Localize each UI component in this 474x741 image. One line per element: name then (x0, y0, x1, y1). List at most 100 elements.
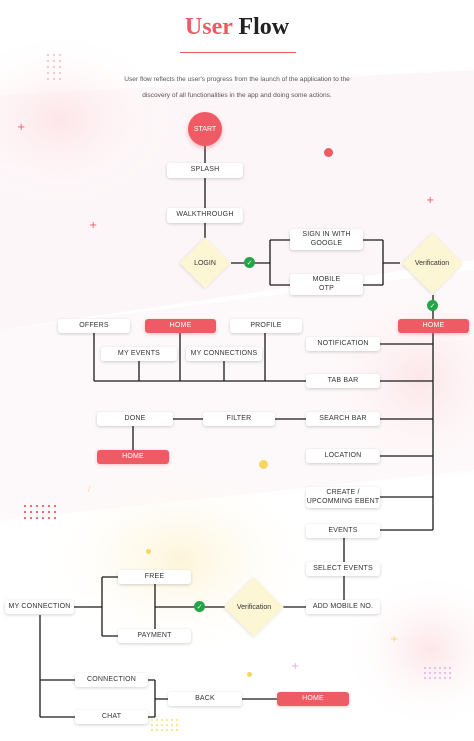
events-node[interactable]: EVENTS (306, 524, 380, 538)
yellow-dot-decoration (247, 672, 252, 677)
profile-node[interactable]: PROFILE (230, 319, 302, 333)
decorative-dot (160, 718, 164, 722)
my-connection-node[interactable]: MY CONNECTION (5, 600, 74, 614)
decorative-dot (423, 666, 427, 670)
decorative-dot (35, 510, 39, 514)
plus-icon: + (426, 195, 435, 206)
decorative-dot (433, 671, 437, 675)
check-icon: ✓ (194, 601, 205, 612)
decorative-dot (52, 53, 56, 57)
decorative-dot (448, 676, 452, 680)
verification-decision-top[interactable]: Verification (399, 232, 465, 294)
decorative-dot (428, 676, 432, 680)
decorative-dot (52, 77, 56, 81)
login-decision[interactable]: LOGIN (179, 237, 231, 289)
page-subtitle: User flow reflects the user's progress f… (124, 76, 350, 99)
back-node[interactable]: BACK (168, 692, 242, 706)
add-mobile-node[interactable]: ADD MOBILE NO. (306, 600, 380, 614)
notification-node[interactable]: NOTIFICATION (306, 337, 380, 351)
decorative-dot (165, 723, 169, 727)
decorative-dot (53, 504, 57, 508)
decorative-dot (175, 728, 179, 732)
decorative-dot (58, 77, 62, 81)
walkthrough-node[interactable]: WALKTHROUGH (167, 208, 243, 223)
decorative-dot (155, 728, 159, 732)
decorative-dot (41, 516, 45, 520)
decorative-dot (438, 676, 442, 680)
decorative-dot (170, 728, 174, 732)
filter-node[interactable]: FILTER (203, 412, 275, 426)
home-node-right[interactable]: HOME (398, 319, 469, 333)
home-node-mid[interactable]: HOME (97, 450, 169, 464)
sign-in-google-node[interactable]: SIGN IN WITH GOOGLE (290, 229, 363, 250)
decorative-dot (443, 671, 447, 675)
decorative-dot (47, 504, 51, 508)
decorative-dot (443, 666, 447, 670)
chat-node[interactable]: CHAT (75, 710, 148, 724)
decorative-dot (165, 728, 169, 732)
select-events-node[interactable]: SELECT EVENTS (306, 562, 380, 576)
decorative-dot (150, 723, 154, 727)
decorative-dot (47, 516, 51, 520)
page-title: User Flow (0, 14, 474, 41)
decorative-dot (58, 59, 62, 63)
decorative-dot (433, 666, 437, 670)
decorative-dot (448, 666, 452, 670)
decorative-dot (29, 516, 33, 520)
decorative-dot (29, 504, 33, 508)
decorative-dot (170, 723, 174, 727)
plus-icon: + (390, 634, 399, 645)
verification-decision-bottom[interactable]: Verification (222, 576, 286, 638)
decorative-dot (428, 671, 432, 675)
plus-icon: + (89, 220, 98, 231)
decorative-dot (52, 71, 56, 75)
free-node[interactable]: FREE (118, 570, 191, 584)
start-node[interactable]: START (188, 112, 222, 146)
decorative-dot (41, 504, 45, 508)
location-node[interactable]: LOCATION (306, 449, 380, 463)
decorative-dot (23, 516, 27, 520)
my-events-node[interactable]: MY EVENTS (101, 347, 177, 361)
plus-icon: / (88, 485, 91, 493)
decorative-dot (52, 59, 56, 63)
yellow-dot-decoration (259, 460, 268, 469)
my-connections-node[interactable]: MY CONNECTIONS (186, 347, 262, 361)
decorative-dot (58, 71, 62, 75)
decorative-dot (53, 510, 57, 514)
done-node[interactable]: DONE (97, 412, 173, 426)
offers-node[interactable]: OFFERS (58, 319, 130, 333)
home-node-bottom[interactable]: HOME (277, 692, 349, 706)
decorative-dot (423, 676, 427, 680)
decorative-dot (428, 666, 432, 670)
connection-node[interactable]: CONNECTION (75, 673, 148, 687)
verification-label: Verification (236, 603, 272, 611)
decorative-dot (46, 71, 50, 75)
decorative-dot (150, 728, 154, 732)
search-bar-node[interactable]: SEARCH BAR (306, 412, 380, 426)
payment-node[interactable]: PAYMENT (118, 629, 191, 643)
decorative-dot (52, 65, 56, 69)
mobile-otp-node[interactable]: MOBILE OTP (290, 274, 363, 295)
decorative-dot (155, 723, 159, 727)
decorative-dot (170, 718, 174, 722)
yellow-dot-decoration (146, 549, 151, 554)
decorative-dot (423, 671, 427, 675)
decorative-dot (29, 510, 33, 514)
decorative-dot (175, 723, 179, 727)
decorative-dot (46, 77, 50, 81)
decorative-dot (23, 510, 27, 514)
tab-bar-node[interactable]: TAB BAR (306, 374, 380, 388)
decorative-dot (438, 671, 442, 675)
splash-node[interactable]: SPLASH (167, 163, 243, 178)
home-node-top[interactable]: HOME (145, 319, 216, 333)
decorative-dot (58, 53, 62, 57)
decorative-dot (35, 516, 39, 520)
verification-label: Verification (414, 259, 450, 267)
decorative-dot (23, 504, 27, 508)
decorative-dot (46, 59, 50, 63)
decorative-dot (448, 671, 452, 675)
plus-icon: + (291, 661, 300, 672)
decorative-dot (165, 718, 169, 722)
decorative-dot (35, 504, 39, 508)
create-event-node[interactable]: CREATE / UPCOMMING EBENT (306, 487, 380, 508)
